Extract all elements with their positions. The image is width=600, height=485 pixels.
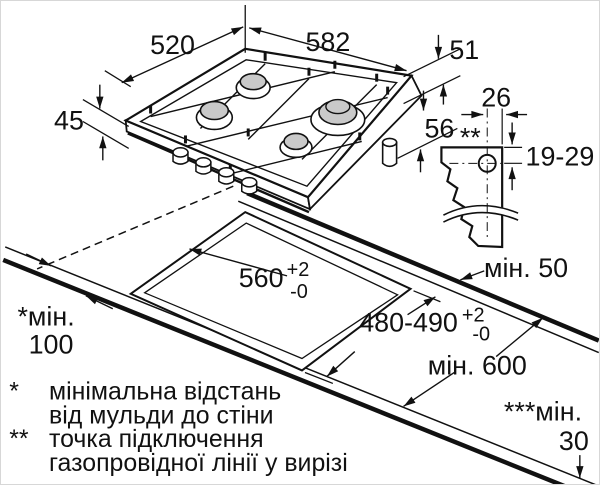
break-band-mask — [441, 205, 520, 222]
cutout-width-tol-plus: +2 — [287, 259, 310, 281]
footnote-text: точка підключення — [49, 425, 264, 453]
knob — [240, 176, 258, 195]
install-depth-ext-bottom — [82, 120, 130, 149]
control-knobs — [172, 147, 258, 195]
body-height-label: 56 — [424, 113, 454, 143]
worktop-front-edge-thick — [2, 257, 566, 484]
cutout-depth-arrow-1 — [407, 296, 436, 316]
cutout-depth-arrow-2 — [326, 351, 356, 377]
footnote-marker: ** — [9, 425, 29, 453]
hob-depth-arrow — [249, 27, 407, 72]
burner-front — [279, 132, 313, 159]
side-clearance-label-1: *мін. — [17, 302, 74, 332]
knob — [218, 166, 235, 185]
offset-label: 26 — [481, 83, 511, 113]
cutout-depth-tol-plus: +2 — [462, 305, 485, 327]
burner-back — [235, 72, 271, 100]
hob-drawing — [123, 47, 423, 214]
hob-width-label: 520 — [150, 30, 195, 60]
install-depth-label: 45 — [54, 105, 84, 135]
projection-dashed-line — [36, 185, 234, 270]
footnote-text: газопровідної лінії у вирізі — [49, 449, 348, 477]
gas-connection-detail: 26 ** 19-29 — [440, 83, 595, 249]
side-clearance-label-2: 100 — [29, 330, 74, 360]
cutout-depth-label: 480-490 — [359, 308, 458, 338]
worktop-depth-label: мін. 600 — [428, 350, 527, 380]
footnotes: * мінімальна відстань від мульди до стін… — [9, 377, 348, 477]
hob-rim-inner — [139, 59, 398, 188]
cutout-depth-ext-1 — [413, 290, 441, 303]
footnote-text: мінімальна відстань — [49, 377, 281, 405]
footnote-ref-label: ** — [460, 122, 481, 152]
front-clearance-label-1: ***мін. — [504, 396, 582, 426]
footnote-marker: * — [9, 377, 19, 405]
hob-foot — [381, 137, 398, 168]
hob-top-surface — [123, 47, 414, 199]
worktop-depth-arrow-2 — [403, 371, 455, 407]
cutout-width-label: 560 — [239, 263, 284, 293]
install-depth-ext-top — [82, 99, 130, 128]
cutout-inner-edge — [143, 222, 399, 360]
edge-height-label: 51 — [449, 35, 479, 65]
back-clearance-arrow — [460, 270, 485, 281]
break-line-lower — [443, 211, 519, 223]
back-clearance-label: мін. 50 — [484, 253, 568, 283]
burner-wok — [310, 98, 366, 137]
body-height-ext-c — [397, 127, 458, 159]
side-clearance-arrow-2 — [85, 295, 114, 310]
knob — [172, 147, 189, 165]
break-line-upper — [443, 204, 519, 216]
cutout-width-tol-minus: -0 — [290, 281, 308, 303]
hob-dimensions: 520 582 45 51 56 — [54, 4, 479, 173]
hob-width-arrow — [121, 26, 244, 84]
burner-left — [195, 100, 234, 131]
knob — [195, 157, 212, 175]
cutout-width-arrow — [189, 248, 288, 277]
wall-back-edge-thick — [246, 191, 599, 343]
grate-bar — [247, 78, 310, 140]
front-clearance-label-2: 30 — [559, 426, 589, 456]
worktop-dimensions: *мін. 100 560 +2 -0 480-490 +2 -0 мін. 5… — [17, 248, 589, 479]
cutout-depth-tol-minus: -0 — [472, 324, 490, 346]
hob-depth-label: 582 — [305, 27, 350, 57]
edge-height-ext-a — [403, 48, 461, 78]
cutout-depth-ext-2 — [304, 371, 334, 385]
edge-height-ext-b — [403, 75, 461, 105]
worktop-depth-arrow-1 — [495, 317, 544, 358]
side-clearance-arrow-1 — [25, 253, 52, 267]
footnote-text: від мульди до стіни — [49, 401, 273, 429]
hob-ext-left — [104, 70, 132, 88]
height-range-label: 19-29 — [526, 141, 595, 171]
